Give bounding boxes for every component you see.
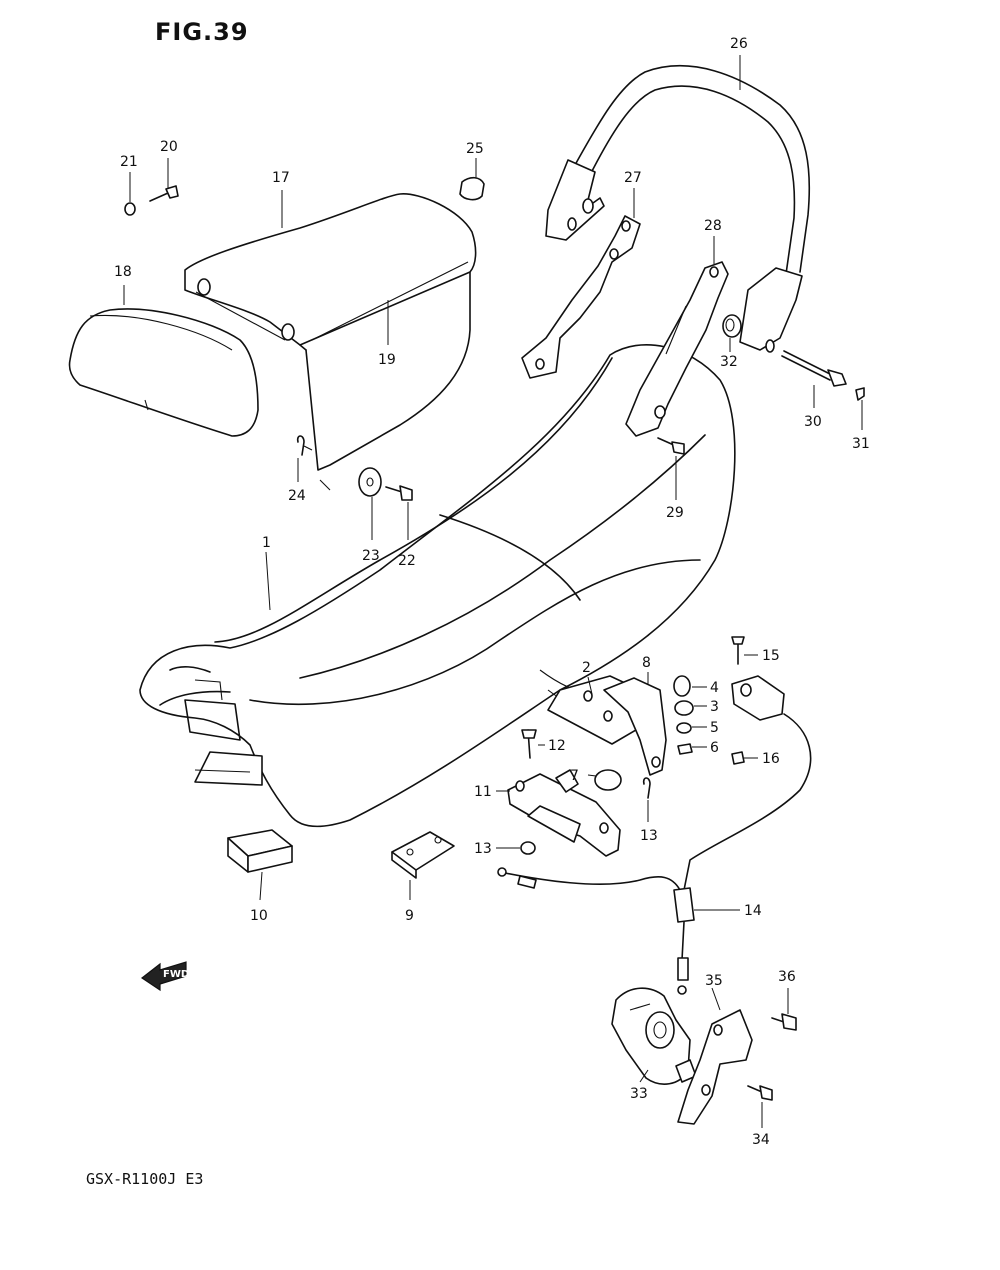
clip-24-part: [296, 435, 313, 456]
callout-28: 28: [704, 218, 722, 234]
callout-21: 21: [120, 154, 138, 170]
callout-32: 32: [720, 354, 738, 370]
screw-20-part: [149, 185, 179, 202]
leader-lines: [123, 55, 863, 1128]
callout-1: 1: [262, 535, 271, 551]
callout-5: 5: [710, 720, 719, 736]
callout-4: 4: [710, 680, 719, 696]
callout-3: 3: [710, 699, 719, 715]
callout-30: 30: [804, 414, 822, 430]
callout-27: 27: [624, 170, 642, 186]
cable-14-part: [497, 713, 812, 995]
callout-31: 31: [852, 436, 870, 452]
callout-24: 24: [288, 488, 306, 504]
model-code: GSX-R1100J E3: [86, 1170, 204, 1188]
fwd-label: FWD: [163, 969, 189, 980]
bracket-8-part: [603, 677, 667, 776]
bolt-36-part: [771, 1013, 797, 1031]
callout-9: 9: [405, 908, 414, 924]
callout-33: 33: [630, 1086, 648, 1102]
callout-11: 11: [474, 784, 492, 800]
bolt-30-part: [781, 350, 847, 387]
screw-15-part: [731, 636, 745, 665]
callout-19: 19: [378, 352, 396, 368]
washer-23-part: [358, 467, 382, 497]
callout-10: 10: [250, 908, 268, 924]
figure-title: FIG.39: [155, 18, 249, 46]
seat-part: [139, 344, 736, 828]
callout-16: 16: [762, 751, 780, 767]
seat-pad-part: [68, 308, 259, 437]
callout-17: 17: [272, 170, 290, 186]
cap-25-part: [459, 176, 485, 201]
washer-5-part: [676, 722, 692, 734]
bracket-35-part: [677, 1009, 753, 1125]
callout-13b: 13: [640, 828, 658, 844]
bolt-22-part: [385, 485, 413, 501]
callout-8: 8: [642, 655, 651, 671]
holder-16-part: [731, 675, 785, 765]
callout-22: 22: [398, 553, 416, 569]
nut-6-part: [677, 743, 693, 755]
callout-6: 6: [710, 740, 719, 756]
seat-lock-33-part: [611, 987, 697, 1085]
callout-29: 29: [666, 505, 684, 521]
lock-bracket-11-part: [507, 769, 621, 857]
damper-4-part: [673, 675, 691, 697]
callout-26: 26: [730, 36, 748, 52]
callout-35: 35: [705, 973, 723, 989]
callout-25: 25: [466, 141, 484, 157]
callout-18: 18: [114, 264, 132, 280]
callout-20: 20: [160, 139, 178, 155]
plate-9-part: [391, 831, 455, 879]
callout-13a: 13: [474, 841, 492, 857]
bracket-27-part: [521, 215, 641, 379]
callout-36: 36: [778, 969, 796, 985]
callout-12: 12: [548, 738, 566, 754]
callout-23: 23: [362, 548, 380, 564]
callout-labels: 1 2 3 4 5 6 7 8 9 10 11 12 13 13 14 15 1…: [114, 36, 870, 1148]
callout-34: 34: [752, 1132, 770, 1148]
bolt-34-part: [747, 1085, 773, 1101]
collar-3-part: [674, 700, 694, 716]
screw-12-part: [521, 729, 537, 759]
block-10-part: [227, 829, 293, 873]
callout-15: 15: [762, 648, 780, 664]
callout-14: 14: [744, 903, 762, 919]
clip-13b-part: [642, 777, 651, 799]
nut-31-part: [855, 387, 865, 401]
bracket-28-part: [625, 261, 729, 437]
seat-cowl-part: [184, 193, 477, 491]
callout-7: 7: [570, 768, 579, 784]
nut-21-part: [124, 202, 136, 216]
forward-arrow-icon: FWD: [140, 961, 189, 992]
grab-rail-part: [545, 65, 811, 353]
spacer-32-part: [722, 314, 742, 338]
clip-13a-part: [520, 841, 536, 855]
cushion-7-part: [594, 769, 622, 791]
callout-2: 2: [582, 660, 591, 676]
bolt-29-part: [657, 437, 685, 455]
